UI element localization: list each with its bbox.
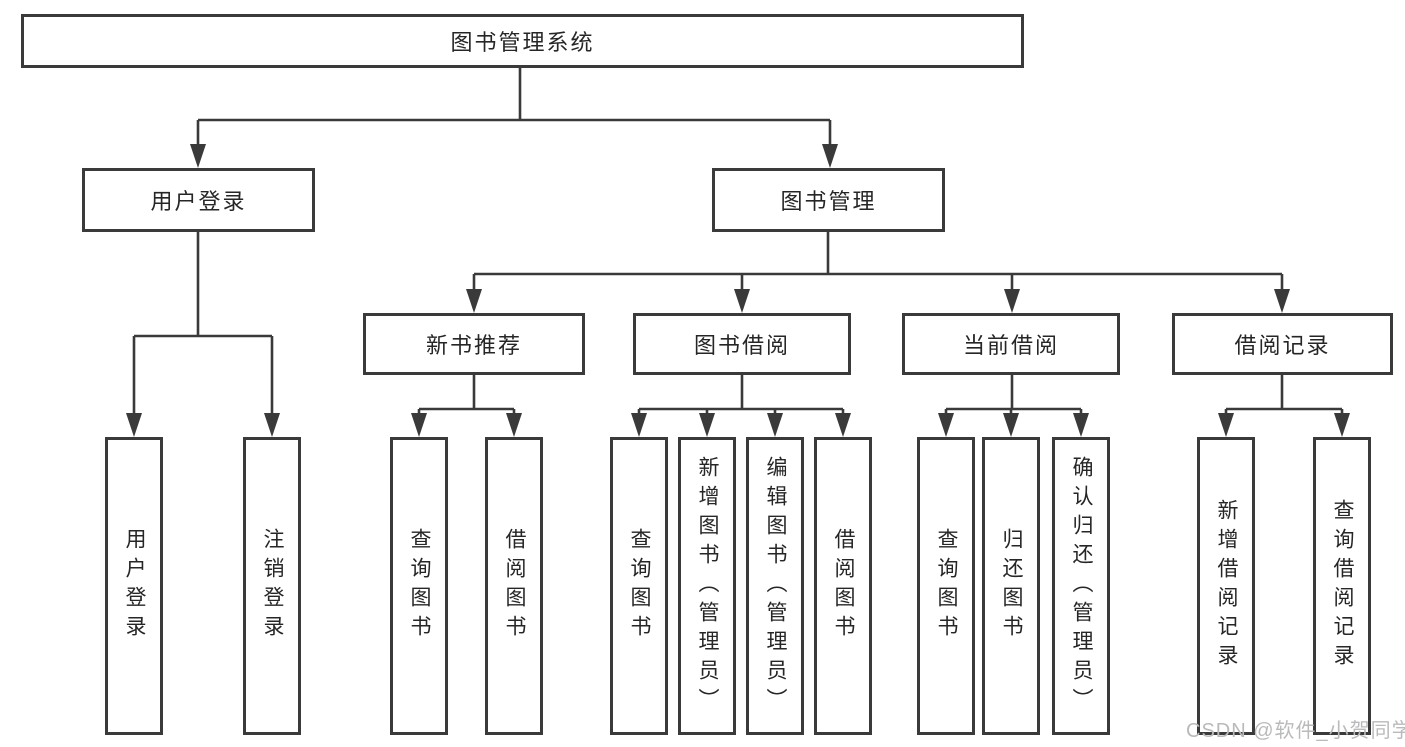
node-new-book-recommend: 新书推荐 [363, 313, 585, 375]
leaf-current-confirm-return-admin: 确认归还（管理员） [1052, 437, 1110, 735]
connector-current-borrow-children [938, 375, 1089, 437]
leaf-current-return-books: 归还图书 [982, 437, 1040, 735]
connector-user-login-children [126, 232, 280, 437]
leaf-recommend-borrow-books: 借阅图书 [485, 437, 543, 735]
node-borrow-records: 借阅记录 [1172, 313, 1393, 375]
connector-new-book-recommend-children [411, 375, 522, 437]
node-book-management-branch: 图书管理 [712, 168, 945, 232]
leaf-logout: 注销登录 [243, 437, 301, 735]
connector-book-management-sections [466, 232, 1290, 313]
leaf-records-query-record: 查询借阅记录 [1313, 437, 1371, 735]
leaf-recommend-query-books: 查询图书 [390, 437, 448, 735]
connector-root-to-level2 [190, 67, 838, 168]
leaf-user-login: 用户登录 [105, 437, 163, 735]
node-user-login-branch: 用户登录 [82, 168, 315, 232]
connector-borrow-records-children [1218, 375, 1350, 437]
node-book-borrow: 图书借阅 [633, 313, 851, 375]
connector-book-borrow-children [631, 375, 851, 437]
leaf-borrow-edit-books-admin: 编辑图书（管理员） [746, 437, 804, 735]
node-current-borrow: 当前借阅 [902, 313, 1120, 375]
csdn-watermark: CSDN @软件_小贺同学 [1186, 720, 1405, 742]
leaf-borrow-borrow-books: 借阅图书 [814, 437, 872, 735]
leaf-borrow-add-books-admin: 新增图书（管理员） [678, 437, 736, 735]
leaf-records-add-record: 新增借阅记录 [1197, 437, 1255, 735]
node-library-management-system: 图书管理系统 [21, 14, 1024, 68]
leaf-borrow-query-books: 查询图书 [610, 437, 668, 735]
leaf-current-query-books: 查询图书 [917, 437, 975, 735]
